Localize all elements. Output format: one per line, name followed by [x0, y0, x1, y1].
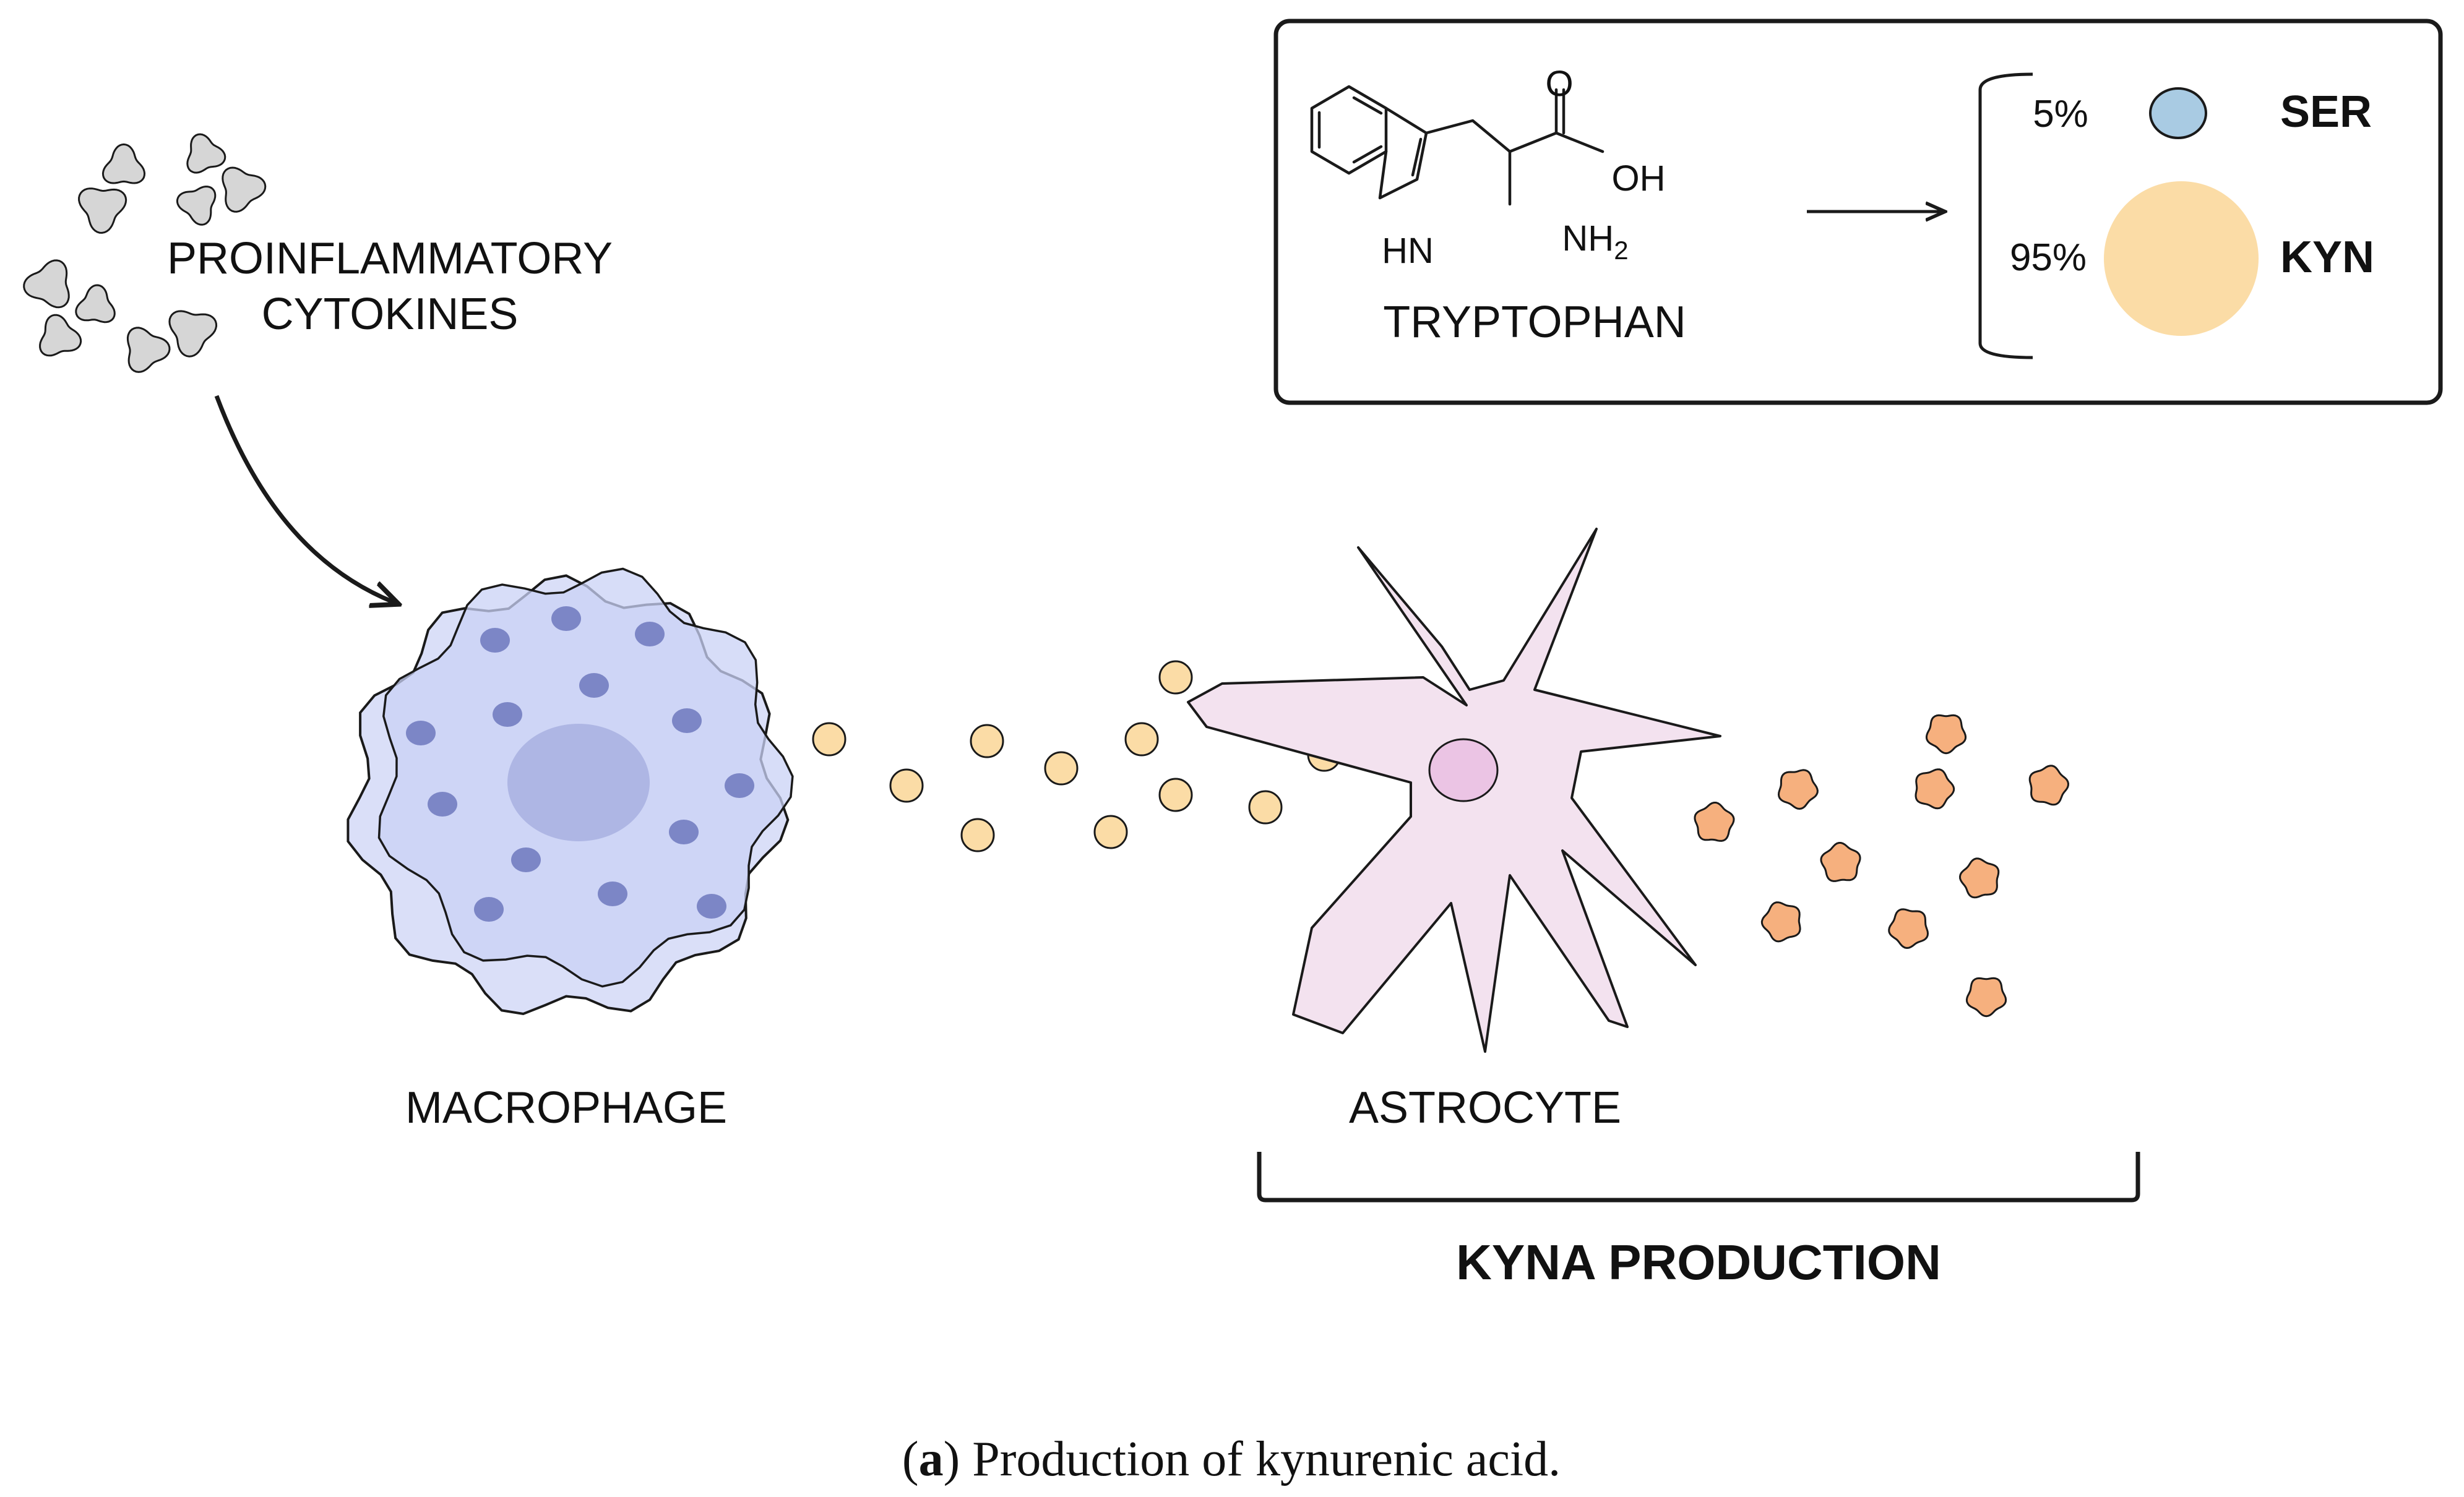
macrophage-granule: [672, 708, 702, 733]
kyna-particle: [1965, 977, 2007, 1018]
kyna-particle: [1925, 714, 1967, 755]
cytokine-particles: [23, 133, 267, 373]
kyna-particle: [1777, 769, 1819, 810]
astrocyte-cell: [1187, 528, 1721, 1053]
figure-caption: (a) Production of kynurenic acid.: [902, 1432, 1561, 1486]
cytokines-label-line2: CYTOKINES: [262, 290, 519, 339]
kyn-percent: 95%: [2010, 236, 2087, 279]
kyna-production-label: KYNA PRODUCTION: [1456, 1235, 1941, 1290]
macrophage-granule: [669, 820, 699, 844]
kyna-particle: [1915, 768, 1955, 810]
atom-amine-symbol: NH: [1562, 218, 1614, 259]
cytokine-particle: [78, 187, 127, 234]
macrophage-granule: [480, 628, 510, 653]
macrophage-granule: [406, 721, 436, 745]
atom-hydroxyl: OH: [1612, 158, 1666, 199]
kyna-particle: [1760, 901, 1801, 943]
cytokines-label-line1: PROINFLAMMATORY: [167, 234, 613, 283]
macrophage-granule: [493, 702, 522, 727]
outputs-bracket: [1978, 72, 2033, 359]
macrophage-granule: [725, 773, 754, 798]
kyn-dot: [2104, 181, 2259, 336]
tryptophan-dot: [889, 768, 924, 803]
astrocyte-nucleus: [1428, 738, 1499, 802]
cytokine-particle: [39, 314, 82, 357]
kyna-particle: [1888, 908, 1929, 950]
atom-amine: NH2: [1562, 218, 1628, 265]
cytokine-particle: [176, 186, 217, 226]
kyn-label: KYN: [2280, 233, 2374, 282]
tryptophan-particles: [812, 660, 1342, 852]
atom-carbonyl-oxygen: O: [1545, 64, 1573, 104]
tryptophan-dot: [1093, 815, 1128, 849]
kyna-particle: [2028, 765, 2070, 806]
kyna-particle: [1820, 842, 1861, 882]
tryptophan-dot: [1248, 790, 1283, 825]
macrophage-granules: [406, 606, 754, 922]
inset-panel: O OH NH2 HN TRYPTOPHAN 5% SER 95% KYN: [1273, 19, 2443, 405]
macrophage-nucleus: [507, 724, 650, 841]
kyna-particles: [1694, 714, 2070, 1018]
macrophage-granule: [579, 673, 609, 698]
ser-label: SER: [2280, 87, 2372, 137]
kyna-particle: [1694, 802, 1735, 842]
tryptophan-structure: [1310, 85, 1605, 206]
tryptophan-dot: [1044, 751, 1079, 786]
macrophage-label: MACROPHAGE: [405, 1083, 727, 1133]
atom-amine-subscript: 2: [1614, 236, 1628, 265]
tryptophan-dot: [1124, 722, 1159, 757]
tryptophan-dot: [970, 724, 1004, 758]
cytokine-arrow: [214, 395, 396, 603]
cytokine-particle: [186, 133, 226, 174]
ser-dot: [2149, 87, 2207, 139]
cytokine-particle: [101, 143, 146, 184]
tryptophan-dot: [1158, 778, 1193, 812]
cytokine-particle: [23, 259, 70, 309]
macrophage-granule: [511, 847, 541, 872]
kyna-particle: [1958, 857, 2000, 899]
tryptophan-dot: [1158, 660, 1193, 695]
macrophage-granule: [551, 606, 581, 631]
cytokine-particle: [75, 284, 116, 324]
macrophage-granule: [474, 897, 504, 922]
astrocyte-label: ASTROCYTE: [1349, 1083, 1621, 1133]
macrophage-cell: [347, 567, 794, 1016]
caption-text: Production of kynurenic acid.: [972, 1432, 1561, 1486]
tryptophan-dot: [960, 818, 995, 852]
cytokine-particle: [222, 166, 267, 213]
macrophage-granule: [428, 792, 457, 817]
macrophage-granule: [598, 881, 627, 906]
atom-ring-nh: HN: [1382, 231, 1434, 271]
caption-letter: a: [919, 1432, 944, 1486]
cytokine-particle: [168, 310, 218, 358]
macrophage-granule: [697, 894, 726, 919]
tryptophan-dot: [812, 722, 846, 757]
ser-percent: 5%: [2033, 93, 2088, 135]
cytokine-particle: [126, 327, 171, 373]
kyna-bracket: [1257, 1152, 2140, 1203]
macrophage-granule: [635, 622, 665, 646]
tryptophan-label: TRYPTOPHAN: [1383, 298, 1686, 347]
